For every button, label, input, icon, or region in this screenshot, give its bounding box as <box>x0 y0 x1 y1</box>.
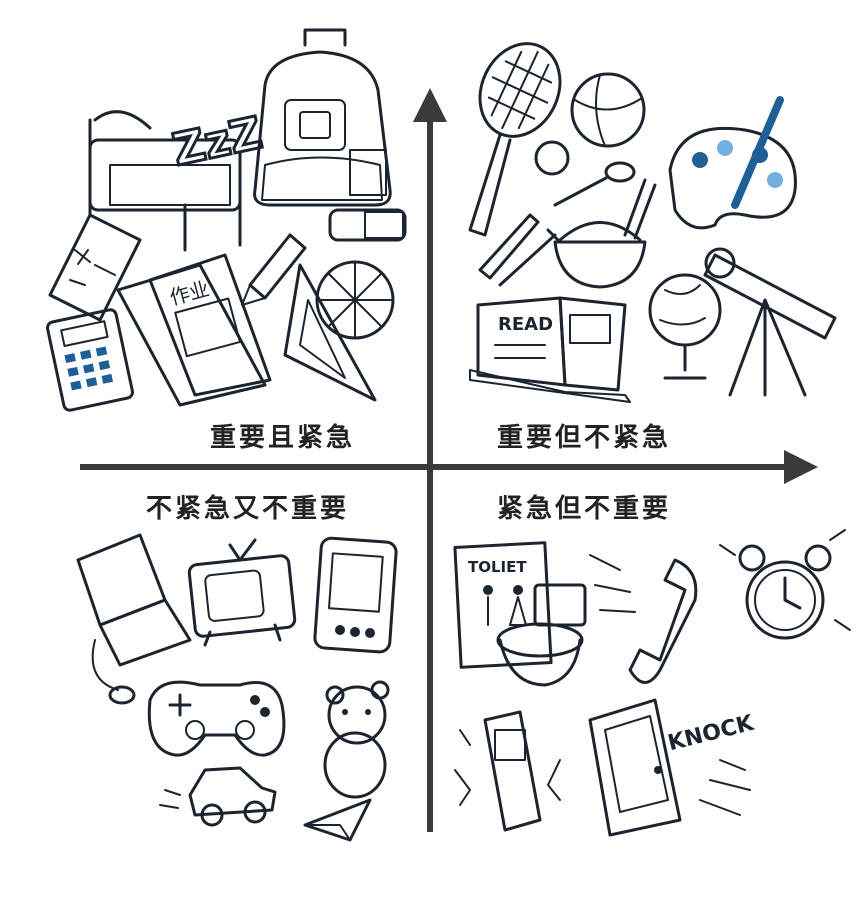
knife-fork-icon <box>478 213 562 287</box>
toilet-text: TOLIET <box>468 558 527 576</box>
protractor-icon <box>315 260 395 340</box>
quadrant-label-important-not-urgent: 重要但不紧急 <box>497 423 672 453</box>
toilet-icon <box>496 583 587 687</box>
toilet-sign-icon: TOLIET <box>453 541 553 669</box>
spoon-icon <box>553 161 636 207</box>
paper-plane-icon <box>303 798 372 842</box>
laptop-icon <box>76 533 192 705</box>
teddy-bear-icon <box>323 680 390 799</box>
pencil-icon <box>241 233 307 306</box>
phone-icon <box>313 536 398 654</box>
horizontal-axis <box>80 450 818 484</box>
alarm-clock-icon <box>719 529 851 640</box>
open-book-icon: READ <box>469 296 631 403</box>
book-icon: 作业 <box>116 253 272 407</box>
globe-icon <box>648 273 722 380</box>
eraser-icon <box>328 208 407 242</box>
ringing-phone-icon <box>454 710 561 832</box>
sleep-text: ZzZ <box>168 108 266 176</box>
telescope-icon <box>703 247 837 397</box>
tv-icon <box>187 538 297 647</box>
quadrant-label-important-urgent: 重要且紧急 <box>210 423 356 453</box>
worksheet-icon <box>48 213 142 322</box>
bowl-icon <box>553 178 657 289</box>
quadrant-label-urgent-not-important: 紧急但不重要 <box>497 494 672 524</box>
tennis-racket-icon <box>468 42 562 237</box>
basketball-icon <box>570 72 646 148</box>
triangle-ruler-icon <box>283 263 377 402</box>
gamepad-icon <box>147 680 286 757</box>
telephone-handset-icon <box>589 554 698 684</box>
sleep-zzz-icon: ZzZ <box>167 106 268 177</box>
backpack-icon <box>253 28 392 207</box>
toy-car-icon <box>159 766 277 827</box>
knock-text: KNOCK <box>665 711 757 757</box>
calculator-icon <box>46 308 134 412</box>
quadrant-label-not-urgent-not-important: 不紧急又不重要 <box>146 494 350 524</box>
door-icon: KNOCK <box>588 698 757 837</box>
palette-icon <box>668 96 797 230</box>
read-text: READ <box>498 314 553 335</box>
tennis-ball-icon <box>534 140 570 176</box>
bed-icon <box>88 110 242 252</box>
vertical-axis <box>413 88 447 832</box>
